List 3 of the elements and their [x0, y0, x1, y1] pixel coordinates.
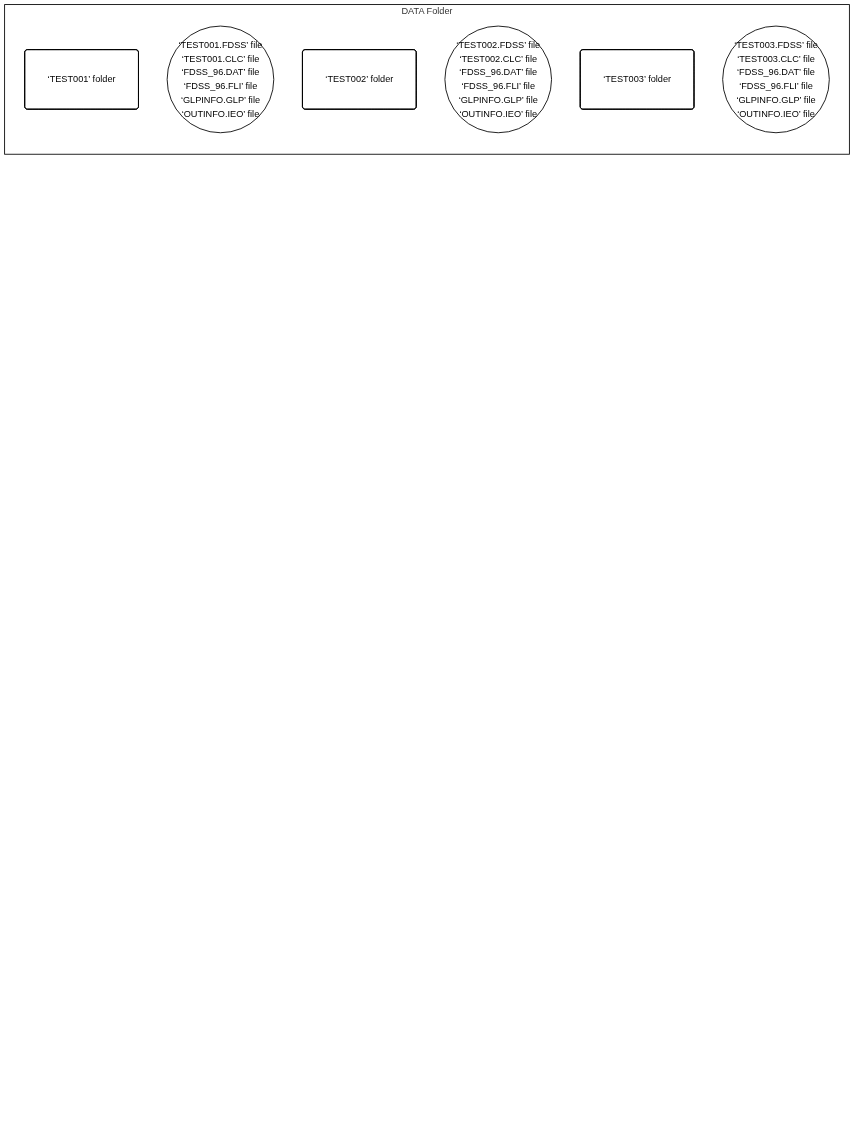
node-circle: ‘TEST003.FDSS’ file ‘TEST003.CLC’ file ‘FDSS_96.DAT’ file ‘FDSS_96.FLI’ file ‘GLPINFO.GLP’ file ‘OUTINFO.IEO’ file — [722, 25, 830, 134]
node-circle: ‘TEST001.FDSS’ file ‘TEST001.CLC’ file ‘FDSS_96.DAT’ file ‘FDSS_96.FLI’ file ‘GLPINFO.GLP’ file ‘OUTINFO.IEO’ file — [166, 25, 275, 134]
node-circle: ‘TEST002.FDSS’ file ‘TEST002.CLC’ file ‘FDSS_96.DAT’ file ‘FDSS_96.FLI’ file ‘GLPINFO.GLP’ file ‘OUTINFO.IEO’ file — [444, 25, 552, 134]
